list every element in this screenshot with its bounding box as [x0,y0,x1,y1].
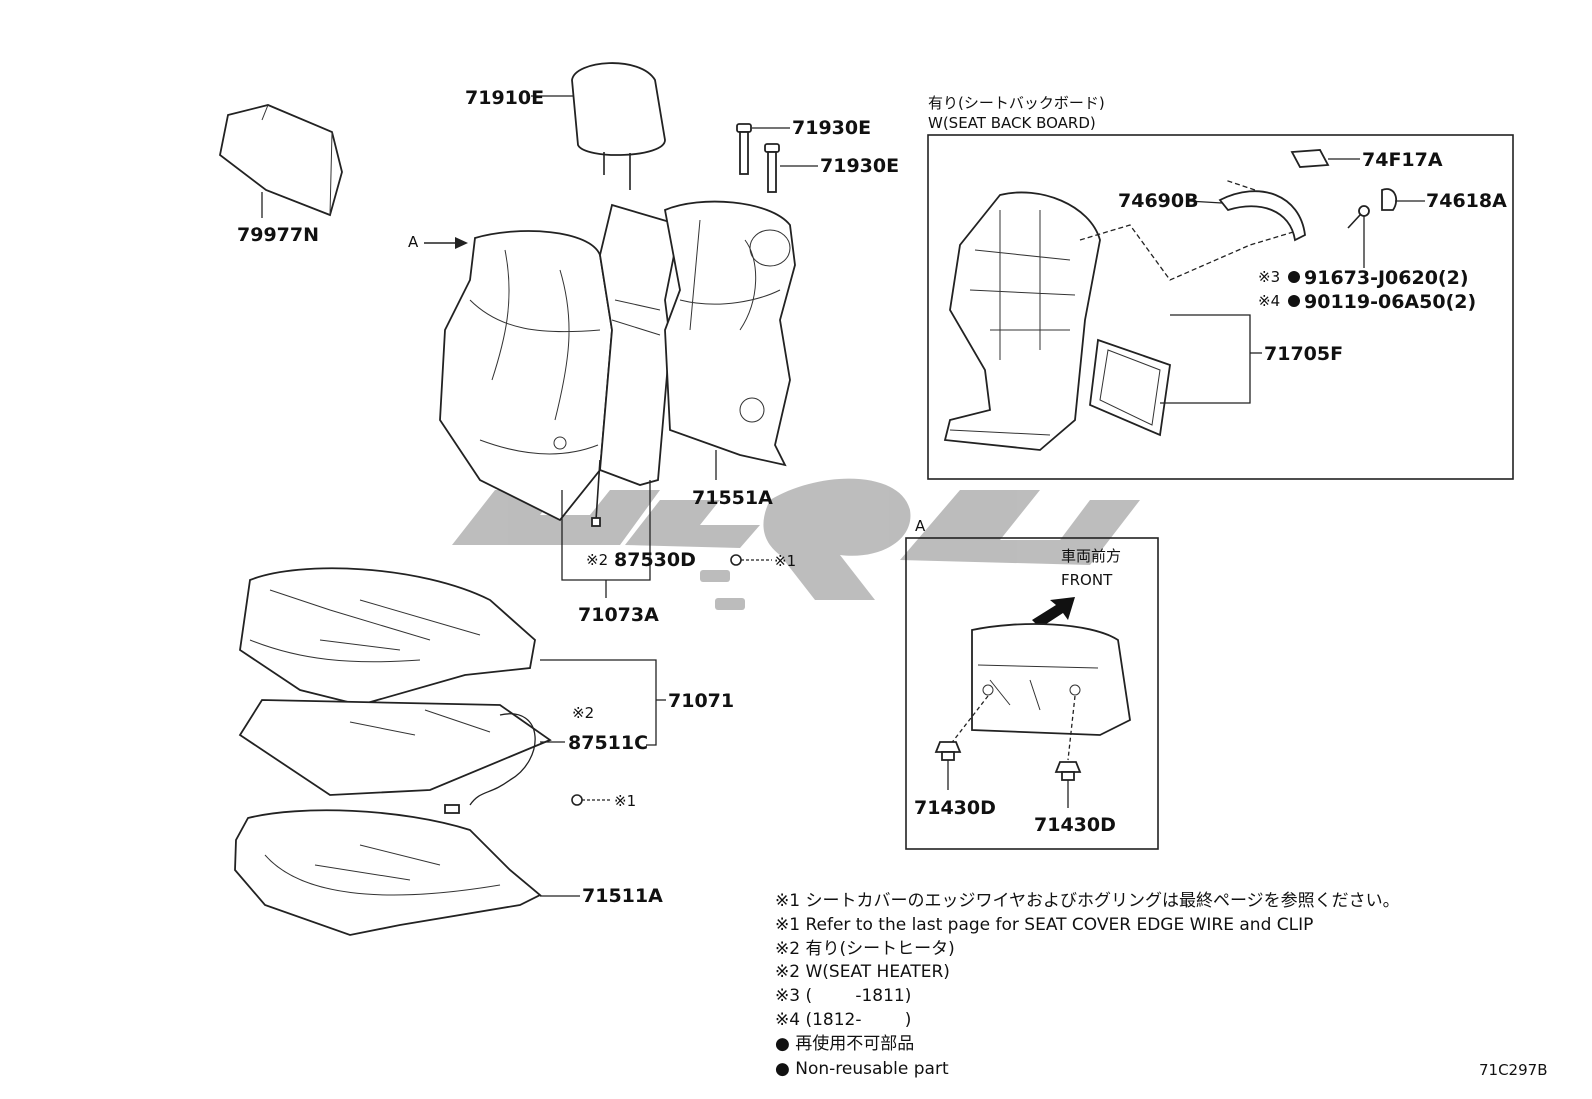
note-2-jp: ※2 有り(シートヒータ) [775,939,955,959]
note-2-en: ※2 W(SEAT HEATER) [775,962,950,982]
part-number-90119-06A50[interactable]: 90119-06A50(2) [1304,291,1476,313]
part-number-71071[interactable]: 71071 [668,690,734,712]
watermark-logo [452,478,1140,610]
non-reusable-dot-icon-4 [1288,295,1300,307]
part-number-71551A[interactable]: 71551A [692,487,773,509]
seat-back-pad-drawing [663,200,796,467]
note-non-reusable-jp: ● 再使用不可部品 [775,1033,914,1054]
note-1-jp: ※1 シートカバーのエッジワイヤおよびホグリングは最終ページを参照ください。 [775,891,1400,911]
part-number-74F17A[interactable]: 74F17A [1362,149,1443,171]
part-number-74618A[interactable]: 74618A [1426,190,1507,212]
front-label-jp: 車両前方 [1061,547,1121,565]
heater-note-mark-cushion: ※2 [572,704,594,722]
headrest-drawing [571,62,666,190]
drawing-code: 71C297B [1479,1061,1547,1079]
seat-cushion-pad-drawing [234,809,542,936]
seat-cushion-cover-drawing [239,567,536,706]
part-number-71430D-1[interactable]: 71430D [914,797,996,819]
front-direction-arrow-icon [1032,597,1075,628]
part-number-71705F[interactable]: 71705F [1264,343,1343,365]
view-a-seat-underside-drawing [971,623,1131,736]
note-3-range: ※3 ( -1811) [775,986,911,1006]
board-box-title-en: W(SEAT BACK BOARD) [928,114,1096,132]
part-number-71430D-2[interactable]: 71430D [1034,814,1116,836]
clip-71430D-drawing-2 [1054,695,1082,808]
part-number-71511A[interactable]: 71511A [582,885,663,907]
part-number-87511C[interactable]: 87511C [568,732,648,754]
bolt-note-mark-3: ※3 [1258,268,1280,286]
clip-71430D-drawing-1 [934,695,989,790]
view-a-box-label: A [915,517,926,535]
part-number-71073A[interactable]: 71073A [578,604,659,626]
seat-back-cover-drawing [439,230,613,522]
note-1-en: ※1 Refer to the last page for SEAT COVER… [775,915,1313,935]
headrest-cover-drawing [219,104,343,217]
bolt-note-mark-4: ※4 [1258,292,1280,310]
part-number-74690B[interactable]: 74690B [1118,190,1199,212]
non-reusable-dot-icon-3 [1288,271,1300,283]
part-number-87530D[interactable]: 87530D [614,549,696,571]
view-a-arrow-label: A [408,233,419,251]
hog-ring-icon-cushion [571,794,612,806]
part-number-91673-J0620[interactable]: 91673-J0620(2) [1304,267,1469,289]
board-clip-74F17A-drawing [1290,149,1330,168]
back-board-panel-drawing [1089,338,1171,437]
board-handle-74690B-drawing [1218,190,1306,242]
note-4-range: ※4 (1812- ) [775,1010,911,1030]
seat-back-board-drawing [943,191,1101,451]
hog-ring-note-mark-back: ※1 [774,552,796,570]
part-number-79977N[interactable]: 79977N [237,224,319,246]
headrest-guide-drawing-2 [764,143,780,193]
board-cap-74618A-drawing [1381,188,1397,211]
seat-back-board-box [927,134,1514,480]
heater-note-mark-back: ※2 [586,551,608,569]
front-label-en: FRONT [1061,571,1113,589]
headrest-guide-drawing-1 [736,123,752,175]
view-a-box [905,537,1159,850]
part-number-71930E-1[interactable]: 71930E [792,117,871,139]
view-a-arrow [424,237,468,249]
part-number-71930E-2[interactable]: 71930E [820,155,899,177]
seat-cushion-heater-drawing [238,699,552,814]
hog-ring-note-mark-cushion: ※1 [614,792,636,810]
note-non-reusable-en: ● Non-reusable part [775,1059,949,1079]
board-box-title-jp: 有り(シートバックボード) [928,94,1105,112]
part-number-71910E[interactable]: 71910E [465,87,544,109]
board-bolt-drawing [1347,205,1370,229]
hog-ring-icon [730,554,772,566]
seat-back-heater-drawing [591,203,682,527]
